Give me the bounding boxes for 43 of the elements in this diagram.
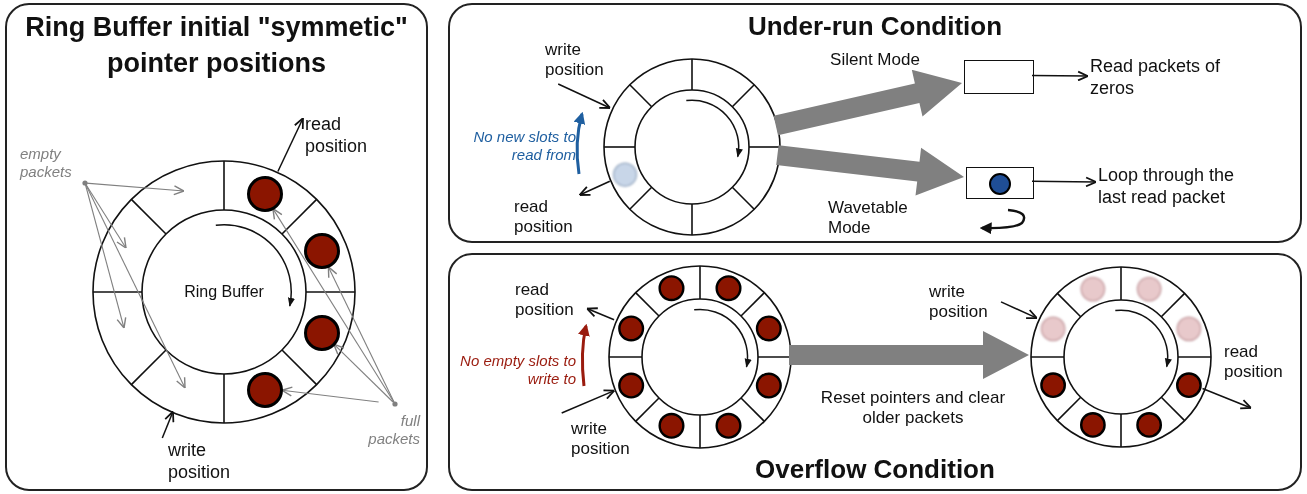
callout-label: empty packets	[20, 145, 73, 181]
pointer-label: write position	[545, 40, 605, 81]
mode-box	[964, 60, 1034, 94]
pointer-label: read position	[1224, 342, 1284, 383]
leader-line	[327, 266, 395, 403]
pointer-label: read position	[515, 280, 575, 321]
result-text: Read packets of zeros	[1090, 56, 1222, 100]
note-text: No new slots to read from	[472, 128, 576, 164]
block-arrow	[789, 331, 1029, 379]
callout-label: full packets	[367, 412, 420, 448]
leader-line	[84, 183, 127, 329]
panel-card	[5, 3, 428, 491]
leader-line	[557, 83, 611, 109]
leader-line	[1201, 387, 1252, 410]
leader-line	[560, 389, 616, 414]
leader-line	[1031, 70, 1089, 82]
panel-title: Under-run Condition	[746, 10, 1004, 43]
pointer-label: write position	[929, 282, 989, 323]
leader-line	[586, 307, 615, 321]
leader-line	[1000, 301, 1038, 319]
ring-buffer-label: Ring Buffer	[184, 282, 264, 302]
block-arrow	[773, 69, 962, 136]
leader-line	[85, 182, 185, 196]
leader-line	[84, 183, 186, 389]
block-arrow	[776, 145, 964, 196]
leader-line	[277, 117, 304, 173]
panel-title: Overflow Condition	[754, 452, 996, 486]
leader-line	[1031, 176, 1097, 188]
leader-line	[85, 183, 127, 249]
note-text: No empty slots to write to	[459, 352, 576, 388]
leader-line	[578, 180, 611, 196]
panel-title: Ring Buffer initial "symmetic" pointer positions	[24, 11, 409, 81]
mode-box	[966, 167, 1034, 199]
leader-line	[272, 207, 395, 403]
packet-circle	[989, 173, 1011, 195]
leader-line	[333, 343, 394, 403]
pointer-label: read position	[514, 197, 574, 238]
leader-line	[281, 386, 380, 403]
result-text: Loop through the last read packet	[1098, 165, 1236, 209]
leader-line	[161, 410, 175, 439]
pointer-label: write position	[168, 440, 232, 484]
pointer-label: read position	[305, 114, 369, 158]
pointer-label: write position	[571, 419, 631, 460]
